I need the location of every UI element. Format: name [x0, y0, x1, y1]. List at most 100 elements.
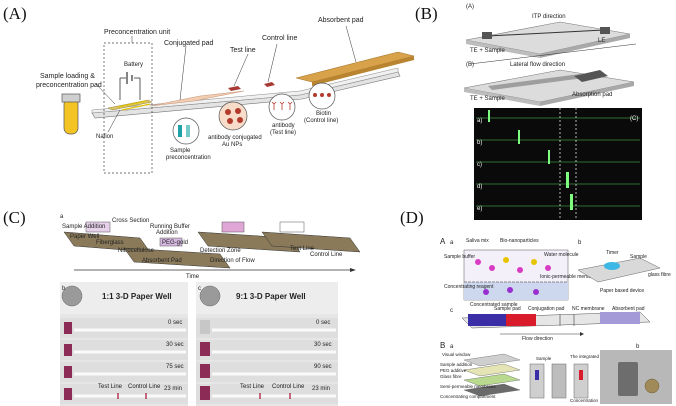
panel-label-c: (C): [3, 208, 26, 227]
c-left-time-0: 0 sec: [168, 320, 182, 326]
c-right-letter: c: [198, 286, 201, 292]
flow-strip: [488, 74, 584, 90]
b-sub-b: (B): [466, 62, 474, 68]
sample-tube-icon: [63, 97, 79, 135]
d-glass-fiber: glass fibre: [648, 272, 671, 278]
label-test-line: Test line: [230, 47, 256, 54]
d-b-sample: Sample: [536, 356, 552, 361]
d-the-integrated: The integrated device: [570, 354, 614, 359]
label-antibody-1: antibody: [272, 123, 295, 129]
c-left-time-2: 75 sec: [166, 364, 184, 370]
device-body: [618, 362, 638, 396]
label-conjugated-pad: Conjugated pad: [164, 40, 214, 47]
conjugation-pad-block: [506, 314, 536, 326]
d-visual-window: Visual window: [442, 352, 471, 357]
b-itp-direction: ITP direction: [532, 14, 566, 20]
b-frame-b: b): [477, 140, 482, 146]
d-ba: a: [450, 344, 454, 350]
d-saliva-mix: Saliva mix: [466, 238, 489, 244]
c-paper-well: Paper Well: [70, 234, 99, 240]
absorbent-pad: [295, 51, 415, 83]
panel-d-diagram: A a b Saliva mix Bio-nanoparticles Sampl…: [440, 237, 672, 404]
cassette-step-1: [529, 363, 545, 399]
d-paper-based-device: Paper based device: [600, 288, 644, 294]
d-sample: Sample: [630, 254, 647, 260]
cassette-step-2: [551, 363, 567, 399]
label-preconcentration-unit: Preconcentration unit: [104, 29, 170, 36]
label-biotin-2: (Control line): [304, 118, 338, 124]
d-a-big: A: [440, 237, 446, 246]
itp-channel: [487, 29, 605, 37]
d-bb: b: [636, 344, 640, 350]
c-right-control-line: Control Line: [272, 384, 305, 390]
c-right-time-1: 30 sec: [314, 342, 332, 348]
coin-right: [199, 285, 221, 307]
d-conjugation-pad: Conjugation pad: [528, 306, 565, 312]
label-biotin-1: Biotin: [316, 111, 331, 117]
absorption-pad-block: [574, 70, 608, 82]
label-sample-precon-1: Sample: [170, 148, 191, 154]
panel-label-a: (A): [3, 4, 27, 23]
b-sub-c: (C): [630, 116, 638, 122]
d-peg-additive: PEG additive: [440, 368, 467, 373]
label-control-line: Control line: [262, 35, 298, 42]
b-lateral-flow: Lateral flow direction: [510, 62, 565, 68]
antibody-au-inset: [218, 101, 248, 131]
label-sample-precon-2: preconcentration: [166, 155, 211, 161]
schematic-strip-2: [123, 237, 231, 269]
c-direction-of-flow: Direction of Flow: [210, 258, 255, 264]
label-ab-au-1: antibody conjugated: [208, 135, 262, 141]
label-ab-au-2: Au NPs: [222, 142, 242, 148]
c-left-control-line: Control Line: [128, 384, 161, 390]
label-sample-loading-1: Sample loading &: [40, 73, 95, 80]
b-frame-a: a): [477, 118, 482, 124]
d-semi-permeable: Semi-permeable membrane: [440, 384, 496, 389]
cassette-step-3: [573, 363, 589, 399]
fluorescence-lanes: [476, 110, 640, 210]
d-flow-direction: Flow direction: [522, 336, 553, 342]
left-photo-rows: [60, 318, 188, 404]
control-line-mark: [264, 82, 275, 87]
coin-left: [61, 285, 83, 307]
nafion-line-2: [121, 103, 151, 111]
c-right-time-3: 23 min: [312, 386, 330, 392]
d-sample-pad: Sample pad: [494, 306, 521, 312]
b-frame-d: d): [477, 184, 482, 190]
d-concentrated-sample: Concentrated sample: [470, 302, 518, 308]
d-a-small: a: [450, 240, 454, 246]
c-nitrocellulose: Nitrocellulose: [118, 248, 155, 254]
test-line-mark: [228, 86, 241, 91]
c-top-control-line: Control Line: [310, 252, 343, 258]
nafion-line-1: [117, 100, 147, 108]
panel-a-diagram: Preconcentration unit Absorbent pad Conj…: [36, 17, 415, 174]
strip-top: [91, 67, 399, 114]
d-concentrating-compartment: Concentrating compartment: [440, 394, 496, 399]
c-top-a: a: [60, 214, 64, 220]
d-concentrating-reagent: Concentrating reagent: [444, 284, 494, 290]
d-sample-buffer: Sample buffer: [444, 254, 475, 260]
label-nafion: Nafion: [96, 134, 113, 140]
absorbent-pad-side: [312, 56, 414, 86]
label-antibody-2: (Test line): [270, 130, 296, 136]
c-absorbent-pad: Absorbent Pad: [142, 258, 182, 264]
right-photo-rows: [196, 318, 338, 404]
c-running-buffer-2: Addition: [156, 230, 178, 236]
b-le: LE: [598, 38, 605, 44]
c-left-title: 1:1 3-D Paper Well: [102, 292, 172, 301]
c-right-test-line: Test Line: [240, 384, 265, 390]
schematic-strip-4: [261, 221, 361, 253]
b-te-sample-top: TE + Sample: [470, 48, 506, 54]
panel-label-d: (D): [400, 208, 424, 227]
b-absorption-pad: Absorption pad: [572, 92, 612, 98]
c-left-test-line: Test Line: [98, 384, 123, 390]
label-absorbent-pad: Absorbent pad: [318, 17, 364, 24]
d-nc-membrane: NC membrane: [572, 306, 605, 312]
d-water-molecule: Water molecule: [544, 252, 579, 258]
b-te-sample-bottom: TE + Sample: [470, 96, 506, 102]
d-glass-fibre: Glass fibre: [440, 374, 462, 379]
label-sample-loading-2: preconcentration pad: [36, 82, 102, 89]
c-left-time-1: 30 sec: [166, 342, 184, 348]
coin-photo: [644, 378, 660, 394]
d-b-big: B: [440, 341, 445, 350]
